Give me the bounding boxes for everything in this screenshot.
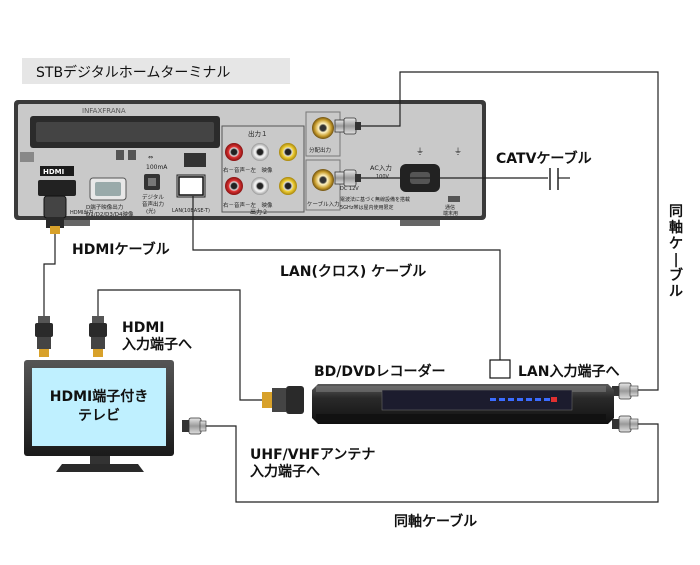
- comm-label-2: 端末用: [443, 210, 458, 217]
- optical-label-3: (光): [146, 207, 156, 215]
- stb-split-output-jack[interactable]: 分配出力: [305, 111, 341, 157]
- coax-cable-bottom-label: 同軸ケーブル: [394, 513, 477, 530]
- output2-row-label: 右－音声－左 映像: [223, 201, 273, 209]
- d-terminal-label: D端子映像出力: [86, 203, 123, 211]
- recorder-led-segment: [526, 398, 532, 401]
- recorder-led-segment: [535, 398, 541, 401]
- lan-cable-line: [192, 196, 501, 360]
- coax-plug-catv: [334, 169, 361, 187]
- ac-input-label: AC入力: [370, 163, 392, 172]
- recorder-display: [381, 389, 573, 411]
- lan-port-label: LAN(10BASE-T): [172, 208, 210, 214]
- hdmi-input-label-1: HDMI: [122, 320, 164, 336]
- antenna-input-label-2: 入力端子へ: [250, 463, 320, 480]
- stb-title: STBデジタルホームターミナル: [36, 64, 230, 81]
- rca-red-2[interactable]: [225, 177, 243, 195]
- output-row-top-label: 右－音声－左 映像: [223, 166, 273, 174]
- stb-d-terminal-port[interactable]: D端子映像出力 D1/D2/D3/D4映像: [86, 177, 134, 218]
- output1-label: 出力１: [248, 129, 268, 138]
- usb-icon: ⇔: [148, 154, 153, 161]
- cable-input-label: ケーブル入力: [307, 200, 340, 208]
- stb-title-box: STBデジタルホームターミナル: [22, 58, 290, 84]
- tv-stand: [56, 464, 144, 472]
- d-terminal-formats: D1/D2/D3/D4映像: [86, 210, 134, 218]
- hdmi-cable-tv-recorder: [97, 289, 268, 401]
- coax-cable-top: [360, 71, 659, 391]
- ground-icon-2: ⏚: [454, 147, 462, 156]
- hdmi-cable-stb-tv: [43, 232, 56, 316]
- stb-hdmi-port[interactable]: HDMI HDMI出力: [38, 166, 93, 216]
- hdmi-plug-tv-1: [35, 316, 53, 357]
- recorder-led-segment: [490, 398, 496, 401]
- rca-white-1[interactable]: [251, 143, 269, 161]
- stb-optical-audio-port[interactable]: デジタル 音声出力 (光): [142, 174, 164, 215]
- hdmi-input-label-2: 入力端子へ: [122, 336, 192, 353]
- recorder-led-segment: [544, 398, 550, 401]
- dc-mark: DC 12V: [340, 186, 359, 192]
- coax-plug-split: [334, 117, 361, 135]
- recorder-led-segment: [499, 398, 505, 401]
- coax-cable-vertical-text: 同軸ケ|ブル: [669, 204, 683, 300]
- rca-red-1[interactable]: [225, 143, 243, 161]
- hdmi-plug-recorder: [262, 386, 304, 414]
- recorder-label: BD/DVDレコーダー: [314, 363, 445, 380]
- coax-plug-tv: [182, 417, 207, 435]
- stb-brand: INFAXFRANA: [82, 107, 126, 115]
- recorder-leds: [490, 398, 550, 401]
- voltage-label: 100V: [376, 174, 390, 180]
- hdmi-plug-tv-2: [89, 316, 107, 357]
- comm-label-1: 通信: [445, 204, 455, 211]
- coax-cable-vertical-label: 同軸ケ|ブル: [669, 204, 683, 300]
- coax-cable-bottom: [203, 423, 659, 503]
- catv-cable-label: CATVケーブル: [496, 150, 592, 167]
- recorder-red-led: [551, 397, 557, 402]
- ground-icon: ⏚: [416, 147, 424, 156]
- stb-rear-panel: INFAXFRANA HDMI HDMI出力 D端子映像出力 D1/D2/D3/…: [14, 100, 486, 226]
- stb-analog-outputs: 出力１ 右－音声－左 映像 右－音声－左 映像 出力２: [221, 125, 305, 216]
- coax-plug-recorder-top: [612, 382, 639, 400]
- output2-label: 出力２: [250, 208, 268, 216]
- tv-neck: [90, 456, 110, 464]
- antenna-input-label-1: UHF/VHFアンテナ: [250, 447, 375, 463]
- hdmi-output-label: HDMI出力: [70, 209, 93, 216]
- rca-white-2[interactable]: [251, 177, 269, 195]
- recorder-led-segment: [517, 398, 523, 401]
- split-output-label: 分配出力: [309, 146, 331, 154]
- optical-label-1: デジタル: [142, 193, 164, 201]
- notice-line2: 5GHz帯は屋内使用限定: [340, 204, 393, 211]
- stb-usb-port[interactable]: ⇔ 100mA: [146, 154, 168, 171]
- cables: [43, 71, 659, 503]
- hdmi-plug-stb: [43, 195, 67, 234]
- usb-current-label: 100mA: [146, 164, 168, 171]
- stb-lan-port[interactable]: LAN(10BASE-T): [172, 153, 210, 214]
- rca-yellow-1[interactable]: [279, 143, 297, 161]
- optical-label-2: 音声出力: [142, 200, 164, 208]
- lan-input-label: LAN入力端子へ: [518, 363, 619, 380]
- hdmi-cable-label: HDMIケーブル: [72, 241, 170, 258]
- rca-yellow-2[interactable]: [279, 177, 297, 195]
- bd-dvd-recorder: [312, 384, 614, 424]
- stb-cable-input-jack[interactable]: ケーブル入力: [305, 159, 341, 211]
- lan-input-port-marker: [489, 359, 511, 379]
- tv-screen-line1: HDMI端子付き: [50, 388, 148, 405]
- television: HDMI端子付き テレビ: [24, 360, 174, 472]
- lan-cable-label: LAN(クロス) ケーブル: [280, 263, 426, 280]
- recorder-led-segment: [508, 398, 514, 401]
- tv-screen-line2: テレビ: [78, 408, 120, 424]
- notice-line1: 電波法に基づく無線設備を搭載: [340, 196, 410, 203]
- tv-screen: [32, 368, 166, 446]
- hdmi-logo: HDMI: [43, 168, 64, 176]
- coax-plug-recorder-bottom: [612, 415, 639, 433]
